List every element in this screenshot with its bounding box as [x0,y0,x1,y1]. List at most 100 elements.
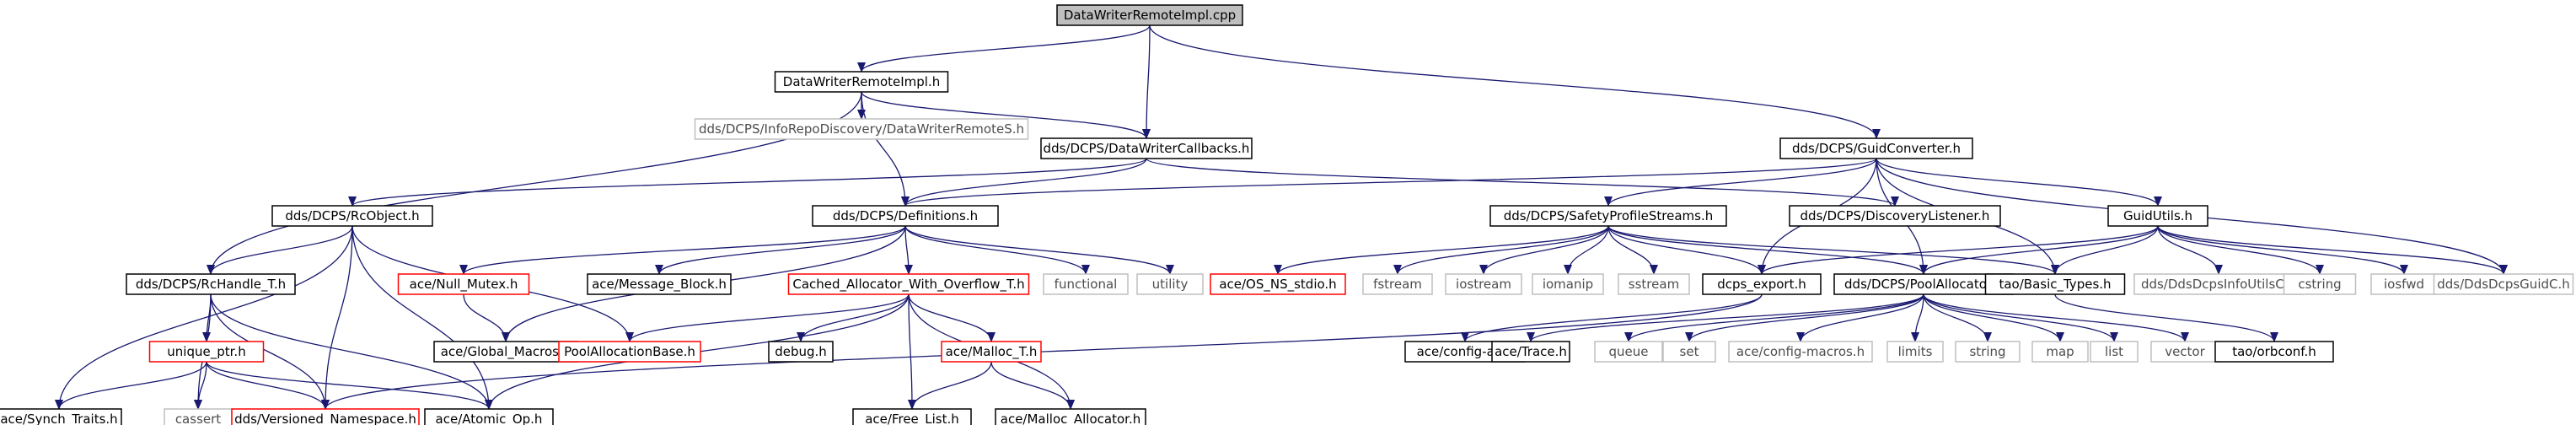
node-label: iosfwd [2384,277,2424,292]
node-label: queue [1609,344,1649,359]
include-edge [1624,293,1924,342]
node-n10[interactable]: dds/DCPS/RcHandle_T.h [126,273,296,295]
node-box [2283,273,2357,295]
node-box [587,273,732,295]
node-n19[interactable]: iomanip [1532,273,1604,295]
node-n8[interactable]: dds/DCPS/DiscoveryListener.h [1789,205,2001,227]
include-edge [1796,293,1924,342]
node-n48[interactable]: ace/Free_List.h [852,408,972,425]
node-label: PoolAllocationBase.h [564,344,695,359]
node-label: dds/DCPS/RcObject.h [285,208,419,223]
node-n21[interactable]: dcps_export.h [1702,273,1822,295]
node-n36[interactable]: set [1662,341,1716,363]
node-box [812,205,999,227]
node-n43[interactable]: tao/orbconf.h [2214,341,2334,363]
node-n40[interactable]: map [2031,341,2089,363]
include-edge [1461,293,1763,342]
node-box [424,408,554,425]
node-n2[interactable]: dds/DCPS/InfoRepoDiscovery/DataWriterRem… [694,118,1029,140]
node-n47[interactable]: ace/Atomic_Op.h [424,408,554,425]
node-n27[interactable]: dds/DdsDcpsGuidC.h [2433,273,2574,295]
node-label: ace/Trace.h [1495,344,1567,359]
node-box [1362,273,1433,295]
node-label: dcps_export.h [1717,277,1806,293]
node-n20[interactable]: sstream [1618,273,1690,295]
include-edge [1564,225,1609,275]
node-n46[interactable]: dds/Versioned_Namespace.h [231,408,420,425]
node-n3[interactable]: dds/DCPS/DataWriterCallbacks.h [1040,137,1253,159]
node-n0[interactable]: DataWriterRemoteImpl.cpp [1056,4,1243,26]
include-edge [655,225,906,275]
node-box [1618,273,1690,295]
node-n13[interactable]: Cached_Allocator_With_Overflow_T.h [787,273,1030,295]
node-label: ace/Message_Block.h [592,277,727,293]
node-n49[interactable]: ace/Malloc_Allocator.h [995,408,1146,425]
include-edge [904,225,1174,275]
node-n38[interactable]: limits [1886,341,1944,363]
include-edge [1923,293,2118,342]
include-edge [2157,225,2408,275]
node-label: dds/DCPS/Definitions.h [833,208,978,223]
include-edge [1479,225,1609,275]
node-label: ace/Global_Macros.h [441,344,572,360]
node-n35[interactable]: queue [1594,341,1663,363]
include-edge [1923,293,2064,342]
node-n17[interactable]: fstream [1362,273,1433,295]
node-box [1955,341,2021,363]
node-n26[interactable]: iosfwd [2370,273,2438,295]
node-n1[interactable]: DataWriterRemoteImpl.h [774,71,949,93]
node-n24[interactable]: dds/DdsDcpsInfoUtilsC.h [2133,273,2304,295]
node-n34[interactable]: ace/Trace.h [1491,341,1570,363]
node-box [1210,273,1346,295]
node-label: functional [1055,277,1118,292]
node-n25[interactable]: cstring [2283,273,2357,295]
node-n5[interactable]: dds/DCPS/RcObject.h [271,205,433,227]
node-n28[interactable]: unique_ptr.h [148,341,265,363]
include-edge [207,225,353,275]
node-n14[interactable]: functional [1043,273,1129,295]
node-n7[interactable]: dds/DCPS/SafetyProfileStreams.h [1489,205,1727,227]
include-edge [1923,293,1992,342]
node-label: ace/Malloc_T.h [946,344,1038,360]
node-label: iomanip [1543,277,1593,292]
node-box [2107,205,2208,227]
node-n37[interactable]: ace/config-macros.h [1728,341,1873,363]
node-n30[interactable]: PoolAllocationBase.h [558,341,701,363]
node-box [1702,273,1822,295]
node-box [694,118,1029,140]
node-n23[interactable]: tao/Basic_Types.h [1984,273,2126,295]
node-n29[interactable]: ace/Global_Macros.h [433,341,578,363]
node-n18[interactable]: iostream [1445,273,1522,295]
node-n41[interactable]: list [2090,341,2139,363]
include-edge [1876,158,2162,207]
node-n15[interactable]: utility [1136,273,1204,295]
node-box [1136,273,1204,295]
node-n39[interactable]: string [1955,341,2021,363]
node-box [1040,137,1253,159]
include-edge [210,293,493,410]
node-box [852,408,972,425]
node-label: dds/DdsDcpsGuidC.h [2437,277,2570,292]
node-n44[interactable]: ace/Synch_Traits.h [0,408,122,425]
node-n4[interactable]: dds/DCPS/GuidConverter.h [1779,137,1973,159]
node-n31[interactable]: debug.h [768,341,834,363]
node-n32[interactable]: ace/Malloc_T.h [941,341,1042,363]
include-edge [463,293,510,342]
node-box [1728,341,1873,363]
node-n9[interactable]: GuidUtils.h [2107,205,2208,227]
node-n45[interactable]: cassert [164,408,233,425]
node-box [1984,273,2126,295]
node-label: dds/DCPS/SafetyProfileStreams.h [1504,208,1714,223]
node-n12[interactable]: ace/Message_Block.h [587,273,732,295]
node-label: set [1680,344,1699,359]
node-box [1489,205,1727,227]
node-n6[interactable]: dds/DCPS/Definitions.h [812,205,999,227]
node-label: cassert [175,412,221,425]
node-n11[interactable]: ace/Null_Mutex.h [397,273,530,295]
include-edge [206,361,330,410]
node-n16[interactable]: ace/OS_NS_stdio.h [1210,273,1346,295]
include-edge [861,91,1151,139]
include-edge [861,91,910,207]
node-label: vector [2165,344,2205,359]
node-n42[interactable]: vector [2150,341,2219,363]
